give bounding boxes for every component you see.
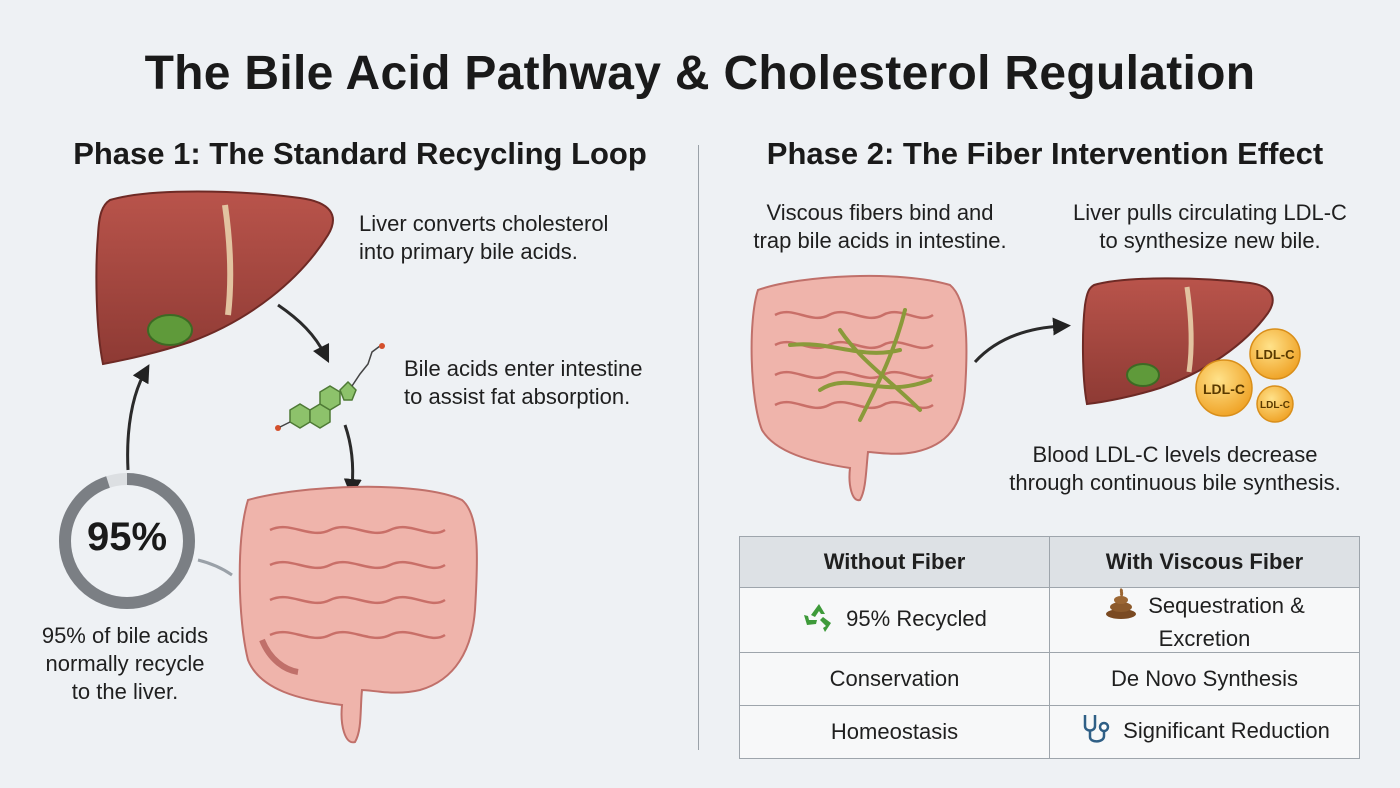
ldl-particle: LDL-C [1249,328,1301,380]
svg-text:LDL-C: LDL-C [1256,347,1296,362]
table-cell: De Novo Synthesis [1049,652,1360,706]
intestine-note-line: Bile acids enter intestine [404,356,643,381]
recycle-icon [802,601,836,639]
intestine-note-line: to assist fat absorption. [404,384,631,409]
bile-acid-molecule-icon [275,343,385,431]
svg-text:LDL-C: LDL-C [1260,400,1290,411]
ldl-liver-note: Liver pulls circulating LDL-C to synthes… [1040,199,1380,255]
recycle-note-line: to the liver. [71,679,179,704]
table-row: Homeostasis Significant Reduction [739,705,1360,759]
recycle-percent-value: 95% [86,515,168,559]
intestine-icon [238,485,478,744]
page-title: The Bile Acid Pathway & Cholesterol Regu… [144,47,1256,100]
table-header-row: Without Fiber With Viscous Fiber [739,536,1360,588]
stethoscope-icon [1079,712,1113,752]
header-without-fiber: Without Fiber [739,536,1050,588]
table-cell: Significant Reduction [1049,705,1360,759]
liver-note: Liver converts cholesterol into primary … [359,210,608,266]
phase1-heading: Phase 1: The Standard Recycling Loop [73,136,647,171]
fiber-note: Viscous fibers bind and trap bile acids … [735,199,1025,255]
table-row: 95% Recycled Sequestration & Excretion [739,587,1360,653]
result-note-line: through continuous bile synthesis. [1009,470,1341,495]
svg-text:LDL-C: LDL-C [1203,381,1245,397]
recycle-percentage-ring [59,473,195,609]
table-cell: Sequestration & Excretion [1049,587,1360,653]
stool-icon [1104,587,1138,626]
header-with-viscous-fiber: With Viscous Fiber [1049,536,1360,588]
table-cell: Homeostasis [739,705,1050,759]
fiber-note-line: Viscous fibers bind and [766,200,994,225]
arrow-liver-to-molecule [277,303,330,364]
ldl-particle: LDL-C [1195,359,1253,417]
ldl-liver-note-line: Liver pulls circulating LDL-C [1073,200,1347,225]
cell-text: Sequestration & Excretion [1148,592,1305,651]
comparison-table: Without Fiber With Viscous Fiber 95% Rec… [739,536,1360,759]
liver-icon [95,190,334,366]
table-cell: Conservation [739,652,1050,706]
arrow-molecule-to-intestine [343,424,362,497]
cell-text: Significant Reduction [1123,717,1330,743]
table-cell: 95% Recycled [739,587,1050,653]
phase-divider [698,145,699,750]
recycle-note-line: normally recycle [45,651,205,676]
arrow-fiber-to-liver [973,317,1071,364]
result-note-line: Blood LDL-C levels decrease [1032,442,1318,467]
phase2-heading: Phase 2: The Fiber Intervention Effect [766,136,1324,171]
table-row: Conservation De Novo Synthesis [739,652,1360,706]
ldl-liver-note-line: to synthesize new bile. [1099,228,1321,253]
liver-note-line: into primary bile acids. [359,239,578,264]
connector-line [197,558,233,577]
liver-icon-phase2 [1081,277,1274,406]
intestine-note: Bile acids enter intestine to assist fat… [404,355,642,411]
ldl-particle: LDL-C [1256,385,1294,423]
recycle-note: 95% of bile acids normally recycle to th… [20,622,230,706]
recycle-note-line: 95% of bile acids [41,623,209,648]
result-note: Blood LDL-C levels decrease through cont… [990,441,1360,497]
fiber-intestine-icon [750,274,968,502]
cell-text: 95% Recycled [846,605,987,631]
arrow-recycle-to-liver [126,364,150,471]
liver-note-line: Liver converts cholesterol [359,211,609,236]
fiber-note-line: trap bile acids in intestine. [753,228,1007,253]
